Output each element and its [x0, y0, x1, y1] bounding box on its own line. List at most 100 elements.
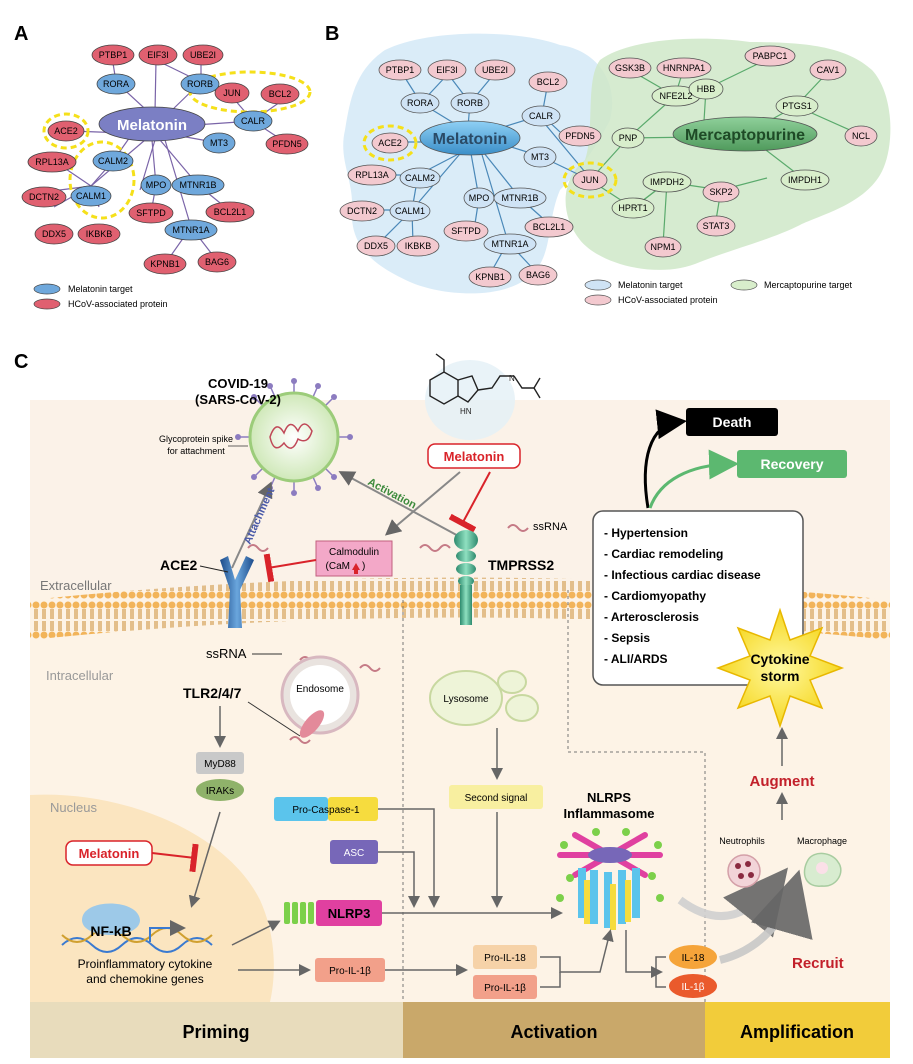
- node-ube2i: [182, 44, 224, 66]
- b-node-bag6: [518, 264, 558, 286]
- node-bag6: [197, 251, 237, 273]
- panel-c-diseases-5-label: - Sepsis: [604, 631, 650, 645]
- panel-c-pro-il18-label: Pro-IL-18: [484, 953, 526, 964]
- panel-b-nodes-npm1-label: NPM1: [650, 242, 675, 252]
- b-node-ptbp1: [378, 59, 422, 81]
- panel-a-nodes-ptbp1-label: PTBP1: [99, 50, 128, 60]
- b-node-rorb: [450, 92, 490, 114]
- panel-a-nodes-ube2i-label: UBE2I: [190, 50, 216, 60]
- panel-c-il18-label: IL-18: [682, 953, 705, 964]
- panel-b-nodes-bcl2l1-label: BCL2L1: [533, 222, 566, 232]
- panel-b-nodes-ace2-label: ACE2: [378, 138, 402, 148]
- panel-c-melatonin-left-label: Melatonin: [79, 846, 140, 861]
- panel-b-nodes-ptbp1-label: PTBP1: [386, 65, 415, 75]
- b-node-mtnr1b: [493, 187, 547, 209]
- panel-c-macrophage-label: Macrophage: [797, 836, 847, 846]
- node-ace2: [47, 120, 85, 142]
- node-bcl2l1: [205, 201, 255, 223]
- panel-a-nodes-jun-label: JUN: [223, 88, 241, 98]
- b-node-pabpc1: [744, 45, 796, 67]
- panel-b-nodes-mtnr1a-label: MTNR1A: [491, 239, 528, 249]
- node-sftpd: [128, 202, 174, 224]
- node-eif3i: [138, 44, 178, 66]
- node-rorb: [180, 73, 220, 95]
- panel-c-genes2-label: and chemokine genes: [86, 972, 203, 986]
- b-node-pfdn5: [558, 125, 602, 147]
- tmprss2-receptor: [454, 530, 478, 625]
- panel-b-nodes-bcl2-label: BCL2: [537, 77, 560, 87]
- panel-c-recovery-label: Recovery: [760, 456, 823, 472]
- panel-b-nodes-calm1-label: CALM1: [395, 206, 425, 216]
- panel-a-nodes-mtnr1a-label: MTNR1A: [172, 225, 209, 235]
- panel-b-nodes-impdh2-label: IMPDH2: [650, 177, 684, 187]
- panel-c-diseases-6-label: - ALI/ARDS: [604, 652, 668, 666]
- panel-b-legend: Melatonin target HCoV-associated protein…: [584, 279, 853, 306]
- panel-b-nodes-ncl-label: NCL: [852, 131, 870, 141]
- node-mtnr1b: [171, 174, 225, 196]
- b-node-hnrnpa1: [656, 57, 712, 79]
- panel-c-il1b-label: IL-1β: [682, 982, 705, 993]
- panel-c-virus-title2-label: (SARS-CoV-2): [195, 392, 281, 407]
- b-node-npm1: [644, 236, 682, 258]
- node-melatonin-a: [98, 106, 206, 142]
- b-node-ddx5: [356, 235, 396, 257]
- b-node-stat3: [696, 215, 736, 237]
- node-bcl2: [260, 83, 300, 105]
- melatonin-a-label: Melatonin: [117, 117, 187, 134]
- panel-c-myd88-label: MyD88: [204, 759, 236, 770]
- panel-a-legend-target-label: Melatonin target: [68, 284, 133, 294]
- b-node-cav1: [809, 59, 847, 81]
- panel-c-tmprss2-label: TMPRSS2: [488, 557, 554, 573]
- panel-a-nodes-sftpd-label: SFTPD: [136, 208, 166, 218]
- b-node-mtnr1a: [483, 233, 537, 255]
- panel-c-diseases-3-label: - Cardiomyopathy: [604, 589, 706, 603]
- melatonin-b-label: Melatonin: [433, 131, 508, 148]
- panel-c-storm2-label: storm: [761, 668, 800, 684]
- panel-b-nodes-pfdn5-label: PFDN5: [565, 131, 595, 141]
- panel-a-nodes-rpl13a-label: RPL13A: [35, 157, 69, 167]
- panel-b-nodes-mt3-label: MT3: [531, 152, 549, 162]
- panel-a-nodes-calm1-label: CALM1: [76, 191, 106, 201]
- panel-b-legend-merc-label: Mercaptopurine target: [764, 280, 853, 290]
- b-node-calm2: [399, 167, 441, 189]
- panel-c-nlrp3-label: NLRP3: [328, 906, 371, 921]
- b-node-impdh1: [780, 169, 830, 191]
- panel-a-legend: Melatonin target HCoV-associated protein: [33, 283, 168, 310]
- panel-a: A: [14, 23, 312, 310]
- node-calr: [233, 110, 273, 132]
- node-mpo: [140, 174, 172, 196]
- panel-c-storm1-label: Cytokine: [750, 651, 809, 667]
- panel-b-nodes-ddx5-label: DDX5: [364, 241, 388, 251]
- panel-b-nodes-rorb-label: RORB: [457, 98, 483, 108]
- b-node-ikbkb: [396, 235, 440, 257]
- panel-a-nodes-calr-label: CALR: [241, 116, 266, 126]
- panel-b-labels: PTBP1 EIF3I UBE2I RORA RORB BCL2 CALR PF…: [347, 51, 870, 282]
- panel-b-nodes: [339, 45, 878, 288]
- panel-b-legend-hcov-label: HCoV-associated protein: [618, 295, 718, 305]
- panel-b-nodes-bag6-label: BAG6: [526, 270, 550, 280]
- mercaptopurine-label: Mercaptopurine: [685, 127, 805, 144]
- panel-c-augment-label: Augment: [750, 773, 815, 790]
- panel-c-inflammasome2-label: Inflammasome: [563, 806, 654, 821]
- panel-b: B: [325, 23, 891, 306]
- panel-b-legend-mel-label: Melatonin target: [618, 280, 683, 290]
- panel-b-letter: B: [325, 23, 339, 45]
- panel-c-extracellular-label: Extracellular: [40, 578, 112, 593]
- panel-a-labels: PTBP1 EIF3I UBE2I RORA RORB JUN BCL2 CAL…: [29, 50, 302, 269]
- svg-text:HN: HN: [460, 407, 472, 416]
- b-node-pnp: [611, 127, 645, 149]
- panel-a-nodes-bag6-label: BAG6: [205, 257, 229, 267]
- panel-a-nodes-pfdn5-label: PFDN5: [272, 139, 302, 149]
- svg-text:N: N: [509, 374, 515, 383]
- panel-c-lysosome-label: Lysosome: [443, 694, 489, 705]
- b-node-dctn2: [339, 200, 385, 222]
- panel-a-nodes-kpnb1-label: KPNB1: [150, 259, 180, 269]
- b-node-rora: [400, 92, 440, 114]
- death-box: [686, 408, 778, 436]
- panel-b-nodes-gsk3b-label: GSK3B: [615, 63, 645, 73]
- dna-icon: [61, 927, 213, 953]
- panel-b-nodes-ube2i-label: UBE2I: [482, 65, 508, 75]
- panel-a-legend-hcov-label: HCoV-associated protein: [68, 299, 168, 309]
- panel-c-nucleus-label: Nucleus: [50, 800, 97, 815]
- melatonin-box-top: [427, 443, 521, 469]
